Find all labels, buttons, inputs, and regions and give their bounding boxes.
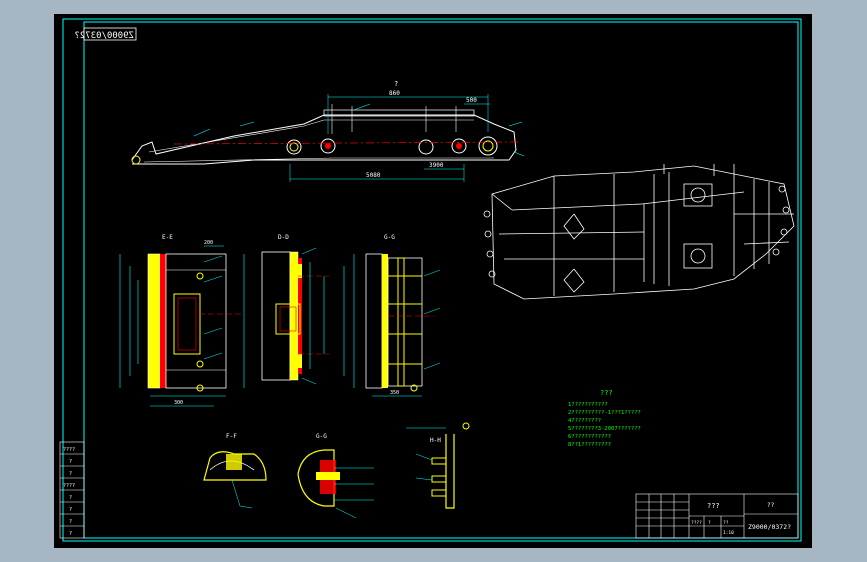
title-block-drawing-no: Z9000/0372?: [748, 523, 791, 531]
title-block-name: ???: [707, 502, 720, 510]
left-strip-labels: ???? ? ? ???? ? ? ? ?: [63, 447, 75, 537]
dim-sec1-b: 300: [174, 400, 183, 406]
notes-line-1: 1???????????: [568, 402, 608, 408]
title-block-cell-1: ????: [691, 520, 702, 526]
left-strip-row-3: ?: [69, 471, 72, 477]
left-strip-row-2: ?: [69, 459, 72, 465]
stamp-number: Z9000/0372?: [74, 31, 134, 41]
left-strip-row-6: ?: [69, 507, 72, 513]
section-label-1: E-E: [162, 234, 173, 241]
section-d-d: D-D: [261, 234, 329, 385]
left-strip-row-5: ?: [69, 495, 72, 501]
section-e-e: E-E 300 200: [119, 234, 245, 407]
title-block-cell-2: ?: [708, 520, 711, 526]
outer-border: [62, 18, 802, 542]
boom-side-view: 860 ? 500 5080 3900: [131, 80, 525, 182]
title-block-scale: ??: [767, 502, 775, 509]
isometric-view: [483, 164, 795, 300]
detail-h-h: H-H: [406, 422, 470, 509]
dim-sec1-w: 200: [204, 240, 213, 246]
left-strip-row-4: ????: [63, 483, 75, 489]
dim-sec3-b: 350: [390, 390, 399, 396]
left-strip-row-7: ?: [69, 519, 72, 525]
section-g-g: G-G 350: [343, 234, 441, 397]
section-label-3: G-G: [384, 234, 395, 241]
technical-notes: ??? 1??????????? 2??????????-1???1????? …: [568, 389, 641, 448]
cad-canvas: Z9000/0372? 860 ? 500: [59, 18, 802, 542]
dim-top-a: 860: [389, 90, 400, 97]
section-label-6: H-H: [430, 437, 441, 444]
notes-line-2: 2??????????-1???1?????: [568, 410, 641, 416]
left-strip-table: [59, 441, 85, 539]
dim-top-b: 500: [466, 97, 477, 104]
left-strip-row-8: ?: [69, 531, 72, 537]
title-block: [635, 493, 799, 539]
title-block-cell-4: 1:10: [723, 530, 734, 536]
left-strip-row-1: ????: [63, 447, 75, 453]
section-label-4: F-F: [226, 433, 237, 440]
stamp-box: Z9000/0372?: [74, 27, 137, 41]
view-top-label: ?: [394, 80, 398, 88]
notes-line-4: 5????????3-2007???????: [568, 426, 641, 432]
notes-line-5: 6????????????: [568, 434, 611, 440]
detail-f-f: F-F: [203, 433, 267, 509]
dim-top-bottom: 5080: [366, 172, 381, 179]
section-label-5: G-G: [316, 433, 327, 440]
drawing-sheet: Z9000/0372? 860 ? 500: [54, 14, 812, 548]
dim-top-long: 3900: [429, 162, 444, 169]
notes-title: ???: [600, 389, 613, 397]
notes-line-3: 4?????????: [568, 418, 601, 424]
notes-line-6: 8??1?????????: [568, 442, 611, 448]
section-label-2: D-D: [278, 234, 289, 241]
inner-border: [83, 21, 799, 539]
title-block-cell-3: ??: [723, 520, 729, 526]
detail-g-g: G-G: [297, 433, 374, 519]
